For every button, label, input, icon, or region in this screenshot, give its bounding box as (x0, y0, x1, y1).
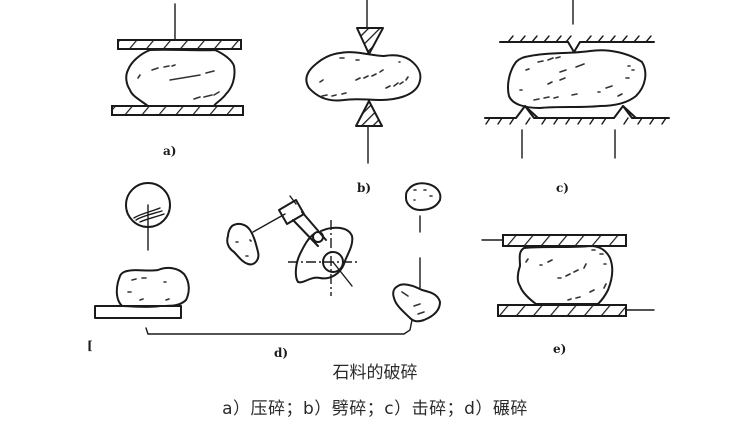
bottom-plate (497, 304, 627, 317)
stone-crushed (392, 283, 441, 323)
crank-pin (312, 231, 324, 243)
stone-thrown (226, 222, 260, 266)
panel-a-compression: a) (111, 3, 244, 158)
panel-label-d: d) (274, 346, 288, 360)
crank-disc (294, 226, 354, 284)
lower-anvil (484, 105, 670, 125)
figure-title: 石料的破碎 (332, 363, 418, 383)
stone (506, 49, 647, 109)
stone (115, 266, 190, 308)
figure-legend: a）压碎；b）劈碎；c）击碎；d）碾碎 (222, 399, 528, 419)
panel-b-splitting: b) (305, 0, 422, 195)
panel-label-a: a) (163, 144, 176, 158)
panel-d-grinding: [ d) (87, 182, 442, 360)
lower-wedge (355, 100, 383, 127)
bottom-plate (111, 105, 244, 116)
return-line (145, 319, 413, 335)
upper-wedge (356, 27, 384, 55)
top-plate (117, 39, 242, 50)
top-plate (502, 234, 627, 247)
stray-bracket: [ (87, 339, 93, 353)
panel-label-c: c) (556, 181, 569, 195)
panel-c-impact: c) (484, 0, 670, 195)
link-rod (252, 213, 286, 233)
stone (305, 51, 422, 102)
stone (516, 245, 614, 305)
base-plate (94, 305, 182, 319)
crosshead (278, 199, 305, 225)
panel-label-e: e) (553, 342, 566, 356)
panel-label-b: b) (357, 181, 371, 195)
panel-e-shearing: e) (481, 234, 655, 356)
upper-anvil (499, 35, 655, 53)
stone-small (405, 182, 442, 211)
